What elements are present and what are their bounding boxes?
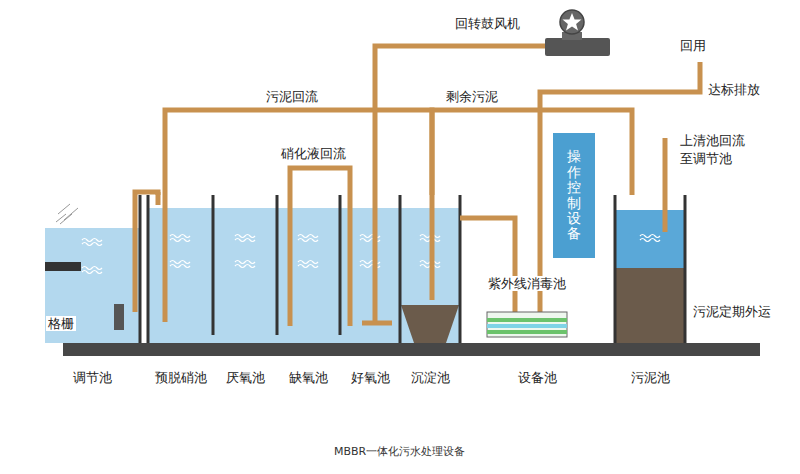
pipe-connector (460, 218, 515, 274)
water-wave (170, 261, 190, 264)
sludge-haul-label: 污泥定期外运 (691, 304, 773, 319)
water-wave (235, 265, 255, 268)
sedimentation-tank: 沉淀池 (400, 195, 460, 390)
static-pipe (663, 138, 668, 232)
node-label: 设备池 (518, 370, 557, 385)
water-wave (82, 267, 102, 270)
uv-unit (487, 318, 567, 322)
node-label: 预脱硝池 (155, 370, 207, 385)
grating-hatch (64, 208, 78, 220)
static-pipe (288, 195, 293, 326)
water-wave (235, 261, 255, 264)
node-label: 回转鼓风机 (455, 16, 520, 31)
water-wave (640, 239, 660, 242)
blower (560, 10, 584, 34)
uv-unit (487, 312, 567, 337)
pipe-label: 污泥回流 (264, 89, 320, 104)
tank-water (148, 208, 460, 343)
static-pipe (373, 195, 378, 323)
roots-blower: 回转鼓风机 (452, 8, 615, 60)
equipment-room: 设备池 紫外线消毒池 操作控制设备 (460, 130, 615, 390)
grating-label: 格栅 (46, 316, 76, 331)
node-label: 调节池 (73, 370, 112, 385)
discharge-label: 达标排放 (706, 82, 762, 97)
static-pipe (430, 195, 435, 300)
node-label: 紫外线消毒池 (488, 276, 566, 291)
uv-unit (487, 330, 567, 334)
base-slab (63, 343, 760, 356)
node-label: 污泥池 (631, 370, 670, 385)
sludge-tank: 污泥池 (615, 195, 685, 390)
tank-wall (212, 195, 215, 335)
water-wave (170, 239, 190, 242)
lift-pump (114, 304, 124, 330)
node-label: 好氧池 (351, 370, 390, 385)
grating-hatch (58, 204, 70, 214)
pipe-connector (165, 110, 432, 195)
static-pipe (133, 228, 138, 312)
water-wave (298, 265, 318, 268)
pipe-connector (135, 192, 158, 228)
supernatant-return-label: 上清池回流至调节池 (678, 132, 754, 168)
water-wave (82, 243, 102, 246)
static-pipe (348, 195, 353, 326)
tank-wall (147, 195, 150, 343)
figure-caption: MBBR一体化污水处理设备 (332, 444, 467, 459)
anoxic-tank: 缺氧池 (277, 195, 340, 390)
uv-unit (487, 312, 567, 337)
sludge-tank-water (616, 210, 684, 268)
tank-wall (684, 195, 687, 343)
tank-wall (614, 195, 617, 343)
static-pipe (452, 44, 546, 49)
water-wave (82, 271, 102, 274)
sludge-tank-sludge (616, 268, 684, 343)
equalization-tank: 调节池 (45, 228, 140, 390)
static-pipe (135, 46, 700, 326)
tank-wall (140, 195, 685, 343)
water-wave (298, 235, 318, 238)
pipe-label: 剩余污泥 (444, 89, 500, 104)
static-pipe (362, 321, 392, 326)
sludge-hopper (401, 305, 459, 343)
pipe-label: 硝化液回流 (279, 146, 348, 161)
grating-hatch (56, 204, 78, 224)
blower (563, 13, 582, 31)
water-wave (235, 239, 255, 242)
predenitrification-tank: 预脱硝池 (148, 195, 213, 390)
water-wave (170, 265, 190, 268)
node-label: 沉淀池 (411, 370, 450, 385)
uv-unit (487, 324, 567, 328)
aerobic-tank: 好氧池 (340, 195, 400, 390)
node-label: 操作控制设备 (567, 149, 581, 241)
water-wave (170, 235, 190, 238)
blower (545, 38, 610, 56)
equalization-water (45, 228, 140, 343)
water-wave (298, 261, 318, 264)
static-pipe (163, 195, 168, 322)
tank-wall (339, 195, 342, 335)
node-label: 缺氧池 (289, 370, 328, 385)
uv-disinfection-tank: 紫外线消毒池 (482, 274, 572, 338)
grating-hatch (60, 214, 72, 224)
pipe-connector (375, 46, 452, 195)
reuse-label: 回用 (678, 38, 708, 53)
water-wave (298, 239, 318, 242)
blower (545, 10, 610, 56)
grating-bar (45, 262, 81, 271)
tank-wall (276, 195, 279, 335)
pipe-connector (290, 168, 350, 195)
water-wave (235, 235, 255, 238)
anaerobic-tank: 厌氧池 (213, 195, 277, 390)
tank-wall (399, 195, 402, 343)
water-wave (640, 235, 660, 238)
pipe-connector (432, 110, 632, 195)
node-label: 厌氧池 (226, 370, 265, 385)
water-wave (82, 239, 102, 242)
control-equipment-box: 操作控制设备 (553, 133, 595, 258)
tank-wall (139, 195, 142, 343)
